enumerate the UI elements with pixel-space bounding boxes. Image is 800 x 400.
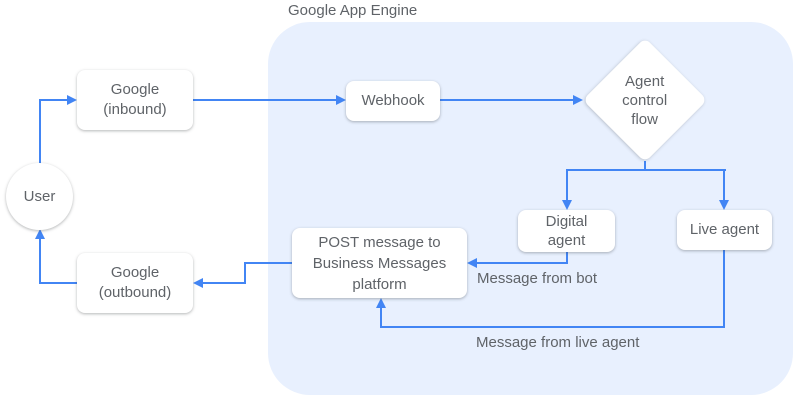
google-outbound-node: Google (outbound) <box>77 253 193 313</box>
arrowhead-into-post-bottom <box>376 298 386 308</box>
google-inbound-node: Google (inbound) <box>77 70 193 130</box>
arrowhead-into-digital-agent <box>562 200 572 210</box>
edge-outbound-to-user-horizontal <box>39 282 79 284</box>
arrowhead-into-google-inbound <box>67 95 77 105</box>
edge-live-message-horizontal <box>380 326 725 328</box>
message-from-bot-label: Message from bot <box>477 270 598 287</box>
arrowhead-into-post-right <box>467 258 477 268</box>
user-node: User <box>6 163 73 230</box>
edge-split-to-digital-agent <box>566 169 568 202</box>
edge-post-to-outbound-h1 <box>244 262 292 264</box>
google-app-engine-label: Google App Engine <box>288 2 418 19</box>
arrowhead-into-google-outbound <box>193 278 203 288</box>
edge-post-to-outbound-vertical <box>244 262 246 284</box>
webhook-node: Webhook <box>346 81 440 121</box>
edge-webhook-to-control-flow <box>440 99 575 101</box>
edge-live-message-up <box>380 306 382 328</box>
arrowhead-into-live-agent <box>719 200 729 210</box>
edge-post-to-outbound-h2 <box>201 282 246 284</box>
agent-control-flow-label: Agent control flow <box>622 72 668 128</box>
edge-digital-agent-down <box>566 252 568 264</box>
edge-bot-message-horizontal <box>475 262 568 264</box>
edge-live-agent-down <box>723 250 725 328</box>
message-from-live-agent-label: Message from live agent <box>476 334 640 351</box>
arrowhead-into-webhook <box>336 95 346 105</box>
edge-outbound-to-user-vertical <box>39 238 41 284</box>
edge-control-flow-stem <box>644 161 646 171</box>
edge-split-to-live-agent <box>723 169 725 202</box>
edge-inbound-to-webhook <box>193 99 338 101</box>
arrowhead-into-user <box>35 229 45 239</box>
post-message-node: POST message to Business Messages platfo… <box>292 228 467 298</box>
digital-agent-node: Digital agent <box>518 210 615 252</box>
edge-user-to-inbound-vertical <box>39 100 41 164</box>
arrowhead-into-control-flow <box>573 95 583 105</box>
live-agent-node: Live agent <box>677 210 772 250</box>
edge-user-to-inbound-horizontal <box>39 99 69 101</box>
edge-control-flow-split <box>566 169 726 171</box>
